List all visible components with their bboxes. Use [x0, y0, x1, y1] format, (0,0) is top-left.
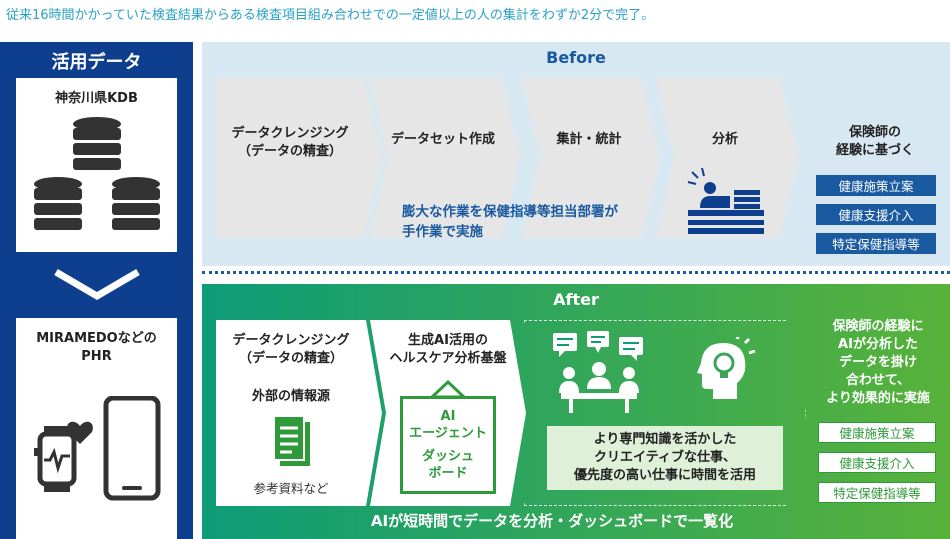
smartwatch-smartphone-icon	[34, 396, 161, 501]
chevron-down-icon	[54, 268, 140, 301]
after-badge-policy: 健康施策立案	[818, 422, 936, 443]
after-outcome-line2: AIが分析した	[838, 337, 918, 352]
idea-head-icon	[697, 337, 756, 399]
phr-label-line2: PHR	[81, 349, 112, 364]
after-note-line2: クリエイティブな仕事、	[594, 450, 736, 465]
phr-label-line1: MIRAMEDOなどの	[36, 331, 157, 346]
before-step-cleansing-line1: データクレンジング	[231, 126, 349, 141]
kdb-label: 神奈川県KDB	[55, 91, 138, 106]
before-step-cleansing-line2: （データの精査）	[237, 144, 342, 159]
after-badge-guidance: 特定保健指導等	[818, 482, 936, 503]
database-icon	[34, 117, 160, 230]
after-note: より専門知識を活かした クリエイティブな仕事、 優先度の高い仕事に時間を活用	[547, 426, 783, 490]
after-outcome-line1: 保険師の経験に	[832, 319, 924, 334]
before-badge-support: 健康支援介入	[816, 204, 936, 225]
ai-platform-line1: 生成AI活用の	[408, 333, 488, 348]
data-column: 活用データ 神奈川県KDB	[0, 42, 193, 539]
meeting-discussion-icon	[553, 331, 643, 413]
after-badge-support: 健康支援介入	[818, 452, 936, 473]
ai-platform-line2: ヘルスケア分析基盤	[389, 351, 507, 366]
before-step-analysis-label: 分析	[711, 132, 738, 147]
reference-caption: 参考資料など	[253, 481, 329, 496]
after-note-line3: 優先度の高い仕事に時間を活用	[573, 468, 756, 483]
after-step-cleansing-line2: （データの精査）	[238, 351, 343, 366]
before-outcome: 保険師の 経験に基づく	[808, 124, 942, 160]
data-column-title: 活用データ	[51, 52, 142, 73]
before-step-dataset-label: データセット作成	[390, 132, 495, 147]
after-outcome: 保険師の経験に AIが分析した データを掛け 合わせて、 より効果的に実施	[810, 318, 946, 408]
after-step-ai-platform: 生成AI活用の ヘルスケア分析基盤 AI エージェント ダッシュ ボード	[370, 320, 526, 506]
before-outcome-line1: 保険師の	[848, 125, 901, 140]
after-step-cleansing-line1: データクレンジング	[232, 333, 350, 348]
ai-agent-dashboard-box: AI エージェント ダッシュ ボード	[400, 396, 496, 494]
after-outcome-line3: データを掛け	[838, 355, 917, 370]
after-summary: AIが短時間でデータを分析・ダッシュボードで一覧化	[370, 512, 734, 530]
before-note-line2: 手作業で実施	[402, 224, 483, 240]
before-outcome-line2: 経験に基づく	[835, 143, 914, 158]
after-title: After	[553, 290, 599, 309]
before-step-dataset: データセット作成	[370, 78, 520, 238]
before-step-aggregate: 集計・統計	[522, 78, 660, 238]
phr-label: MIRAMEDOなどの PHR	[16, 330, 177, 366]
after-step-cleansing: データクレンジング （データの精査） 外部の情報源 参考資料など	[216, 320, 382, 506]
after-outcome-line5: より効果的に実施	[826, 391, 930, 406]
ai-agent-line1: AI	[440, 409, 456, 424]
after-note-line1: より専門知識を活かした	[593, 432, 737, 447]
before-step-cleansing: データクレンジング （データの精査）	[216, 78, 382, 238]
phr-box: MIRAMEDOなどの PHR	[16, 318, 177, 539]
dashboard-line1: ダッシュ	[421, 449, 474, 464]
before-step-analysis: 分析	[656, 78, 798, 238]
before-badge-guidance: 特定保健指導等	[816, 233, 936, 254]
manual-desk-work-icon	[687, 167, 764, 234]
before-note: 膨大な作業を保健指導等担当部署が 手作業で実施	[402, 202, 618, 242]
before-title: Before	[546, 48, 606, 67]
headline: 従来16時間かかっていた検査結果からある検査項目組み合わせでの一定値以上の人の集…	[6, 8, 655, 23]
before-panel: Before データクレンジング （データの精査） データセット作成 集計・統計…	[202, 42, 950, 266]
kdb-box: 神奈川県KDB	[16, 78, 177, 252]
after-outcome-line4: 合わせて、	[845, 373, 911, 388]
dashboard-line2: ボード	[428, 466, 468, 481]
before-step-aggregate-label: 集計・統計	[556, 132, 622, 147]
before-note-line1: 膨大な作業を保健指導等担当部署が	[402, 204, 618, 220]
before-badge-policy: 健康施策立案	[816, 175, 936, 196]
divider	[202, 271, 950, 274]
external-source-label: 外部の情報源	[251, 389, 330, 404]
document-icon	[273, 416, 310, 466]
after-panel: After データクレンジング （データの精査） 外部の情報源 参考資料など 生…	[202, 284, 950, 539]
ai-agent-line2: エージェント	[409, 426, 487, 441]
